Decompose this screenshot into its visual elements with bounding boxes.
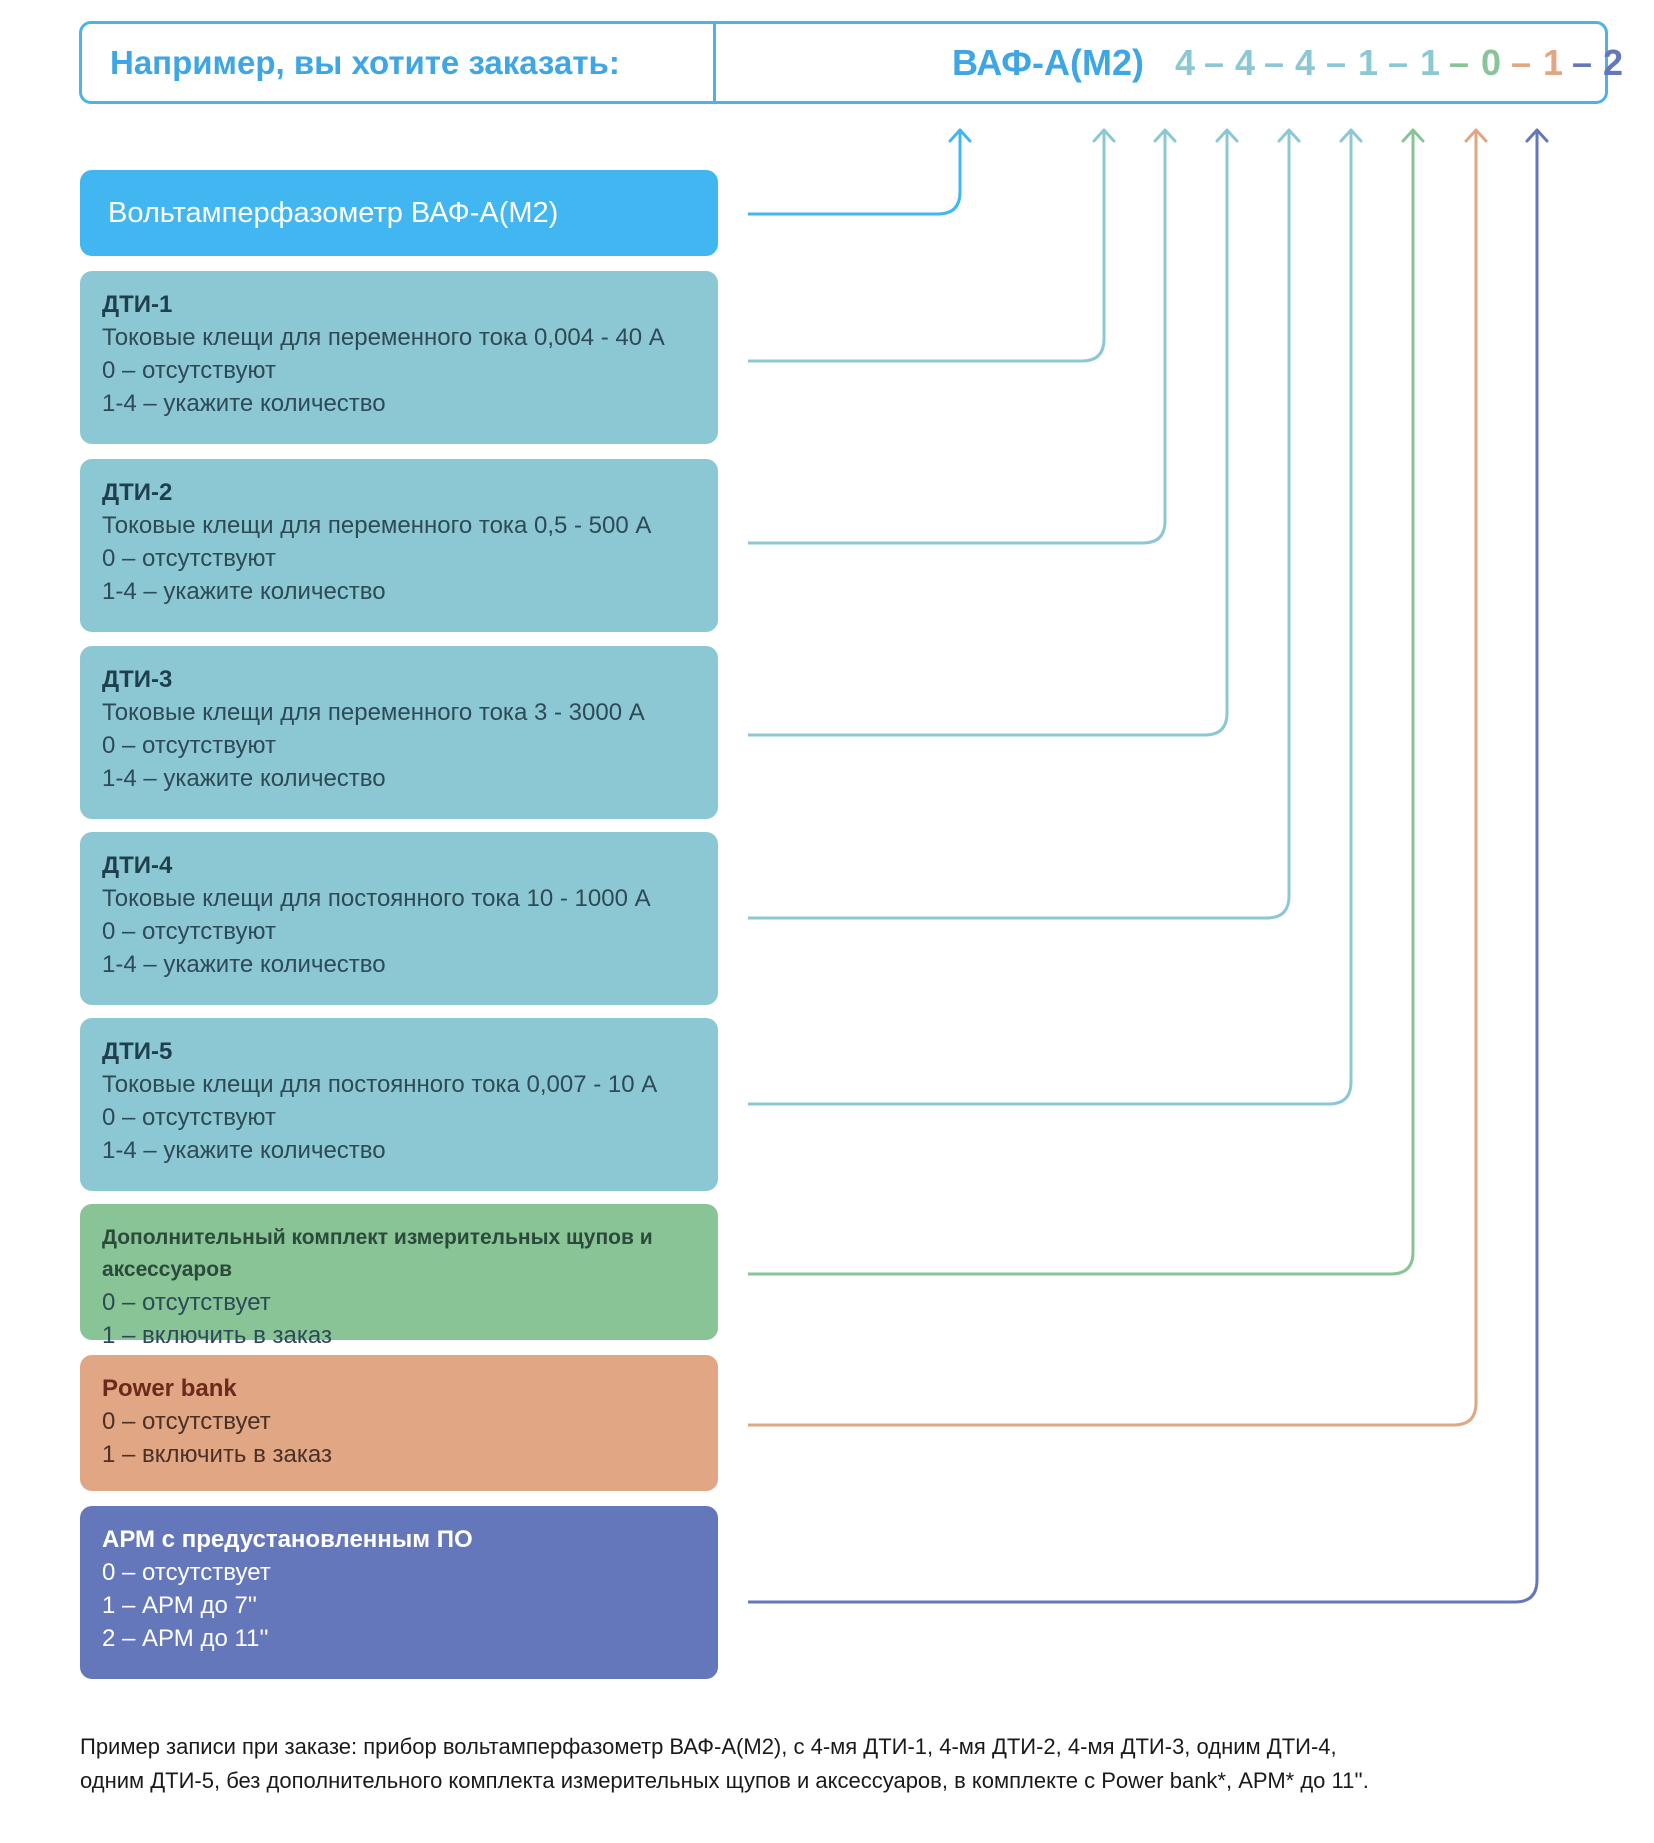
option-dti-4: ДТИ-4 Токовые клещи для постоянного тока… (80, 832, 718, 1005)
order-example-header: Например, вы хотите заказать: ВАФ-А(М2) … (79, 21, 1623, 104)
option-value-count: 1-4 – укажите количество (102, 390, 386, 417)
option-description: Токовые клещи для переменного тока 3 - 3… (102, 699, 645, 726)
connector-line-dti-4 (748, 130, 1291, 920)
arrow-up-icon (1092, 128, 1116, 143)
product-box: Вольтамперфазометр ВАФ-А(М2) (80, 170, 718, 256)
arrow-up-icon (1153, 128, 1177, 143)
option-description: Токовые клещи для постоянного тока 0,007… (102, 1071, 658, 1098)
option-accessories: Дополнительный комплект измерительных щу… (80, 1204, 718, 1349)
option-value-count: 1-4 – укажите количество (102, 765, 386, 792)
connector-line-product (748, 130, 962, 216)
option-description: Токовые клещи для постоянного тока 10 - … (102, 885, 651, 912)
code-model: ВАФ-А(М2) (952, 42, 1145, 83)
option-value-none: 0 – отсутствует (102, 1559, 271, 1586)
connector-line-power-bank (748, 130, 1478, 1427)
connector-line-dti-5 (748, 130, 1353, 1106)
code-separator: – (1511, 42, 1532, 83)
code-separator: – (1326, 42, 1347, 83)
option-value-count: 1-4 – укажите количество (102, 1137, 386, 1164)
option-value-none: 0 – отсутствует (102, 1408, 271, 1435)
option-dti-3: ДТИ-3 Токовые клещи для переменного тока… (80, 646, 718, 819)
code-digit-dti1: 4 (1175, 42, 1196, 83)
option-power-bank: Power bank 0 – отсутствует 1 – включить … (80, 1355, 718, 1491)
option-value-arm-11: 2 – АРМ до 11'' (102, 1625, 269, 1652)
option-title: ДТИ-2 (102, 479, 173, 506)
option-value-include: 1 – включить в заказ (102, 1441, 332, 1468)
option-value-none: 0 – отсутствуют (102, 918, 276, 945)
code-digit-arm: 2 (1603, 42, 1624, 83)
connector-line-dti-1 (748, 130, 1106, 363)
code-separator: – (1449, 42, 1470, 83)
arrow-up-icon (1215, 128, 1239, 143)
order-footnote: Пример записи при заказе: прибор вольтам… (80, 1730, 1600, 1798)
option-value-none: 0 – отсутствуют (102, 732, 276, 759)
arrow-up-icon (1339, 128, 1363, 143)
connector-line-arm (748, 130, 1539, 1604)
option-value-none: 0 – отсутствуют (102, 545, 276, 572)
code-digit-accessories: 0 (1481, 42, 1502, 83)
option-value-count: 1-4 – укажите количество (102, 951, 386, 978)
option-title: ДТИ-3 (102, 666, 173, 693)
option-dti-5: ДТИ-5 Токовые клещи для постоянного тока… (80, 1018, 718, 1191)
footnote-line-1: Пример записи при заказе: прибор вольтам… (80, 1734, 1337, 1759)
option-title: Power bank (102, 1375, 237, 1402)
option-description: Токовые клещи для переменного тока 0,004… (102, 324, 665, 351)
order-code: ВАФ-А(М2) 4 – 4 – 4 – 1 – 1 – 0 – 1 – 2 (716, 24, 1623, 101)
connector-line-accessories (748, 130, 1415, 1276)
option-value-count: 1-4 – укажите количество (102, 578, 386, 605)
product-title: Вольтамперфазометр ВАФ-А(М2) (108, 197, 559, 229)
arrow-up-icon (1525, 128, 1549, 143)
option-title: ДТИ-4 (102, 852, 173, 879)
option-value-none: 0 – отсутствуют (102, 357, 276, 384)
option-value-arm-7: 1 – АРМ до 7'' (102, 1592, 257, 1619)
code-digit-dti5: 1 (1420, 42, 1441, 83)
code-digit-dti2: 4 (1235, 42, 1256, 83)
code-separator: – (1204, 42, 1225, 83)
code-digit-dti3: 4 (1295, 42, 1316, 83)
code-separator: – (1572, 42, 1593, 83)
connector-line-dti-3 (748, 130, 1229, 737)
code-separator: – (1388, 42, 1409, 83)
footnote-line-2: одним ДТИ-5, без дополнительного комплек… (80, 1768, 1369, 1793)
option-title: ДТИ-5 (102, 1038, 173, 1065)
option-title: ДТИ-1 (102, 291, 173, 318)
option-title: Дополнительный комплект измерительных щу… (102, 1226, 653, 1281)
option-title: АРМ с предустановленным ПО (102, 1526, 473, 1553)
option-description: Токовые клещи для переменного тока 0,5 -… (102, 512, 652, 539)
header-label: Например, вы хотите заказать: (82, 24, 716, 101)
arrow-up-icon (1277, 128, 1301, 143)
option-dti-2: ДТИ-2 Токовые клещи для переменного тока… (80, 459, 718, 632)
option-value-none: 0 – отсутствуют (102, 1104, 276, 1131)
option-dti-1: ДТИ-1 Токовые клещи для переменного тока… (80, 271, 718, 444)
arrow-up-icon (1464, 128, 1488, 143)
arrow-up-icon (948, 128, 972, 143)
connector-line-dti-2 (748, 130, 1167, 545)
option-value-include: 1 – включить в заказ (102, 1322, 332, 1349)
arrow-up-icon (1401, 128, 1425, 143)
option-value-none: 0 – отсутствует (102, 1289, 271, 1316)
code-digit-powerbank: 1 (1543, 42, 1564, 83)
code-digit-dti4: 1 (1358, 42, 1379, 83)
code-separator: – (1264, 42, 1285, 83)
option-arm: АРМ с предустановленным ПО 0 – отсутству… (80, 1506, 718, 1679)
